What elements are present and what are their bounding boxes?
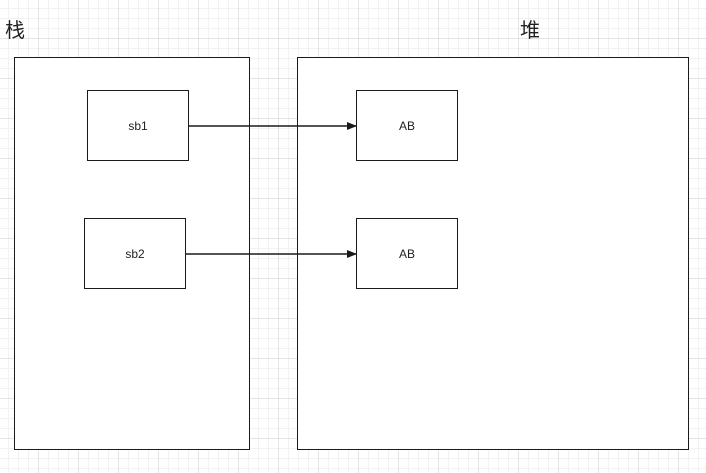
node-sb1: sb1 xyxy=(87,90,189,161)
node-ab2-label: AB xyxy=(398,246,415,261)
heap-title: 堆 xyxy=(520,18,540,42)
stack-title: 栈 xyxy=(5,18,25,42)
node-sb2: sb2 xyxy=(84,218,186,289)
node-sb2-label: sb2 xyxy=(125,246,145,261)
node-ab1: AB xyxy=(356,90,458,161)
node-sb1-label: sb1 xyxy=(128,118,148,133)
node-ab1-label: AB xyxy=(398,118,415,133)
node-ab2: AB xyxy=(356,218,458,289)
